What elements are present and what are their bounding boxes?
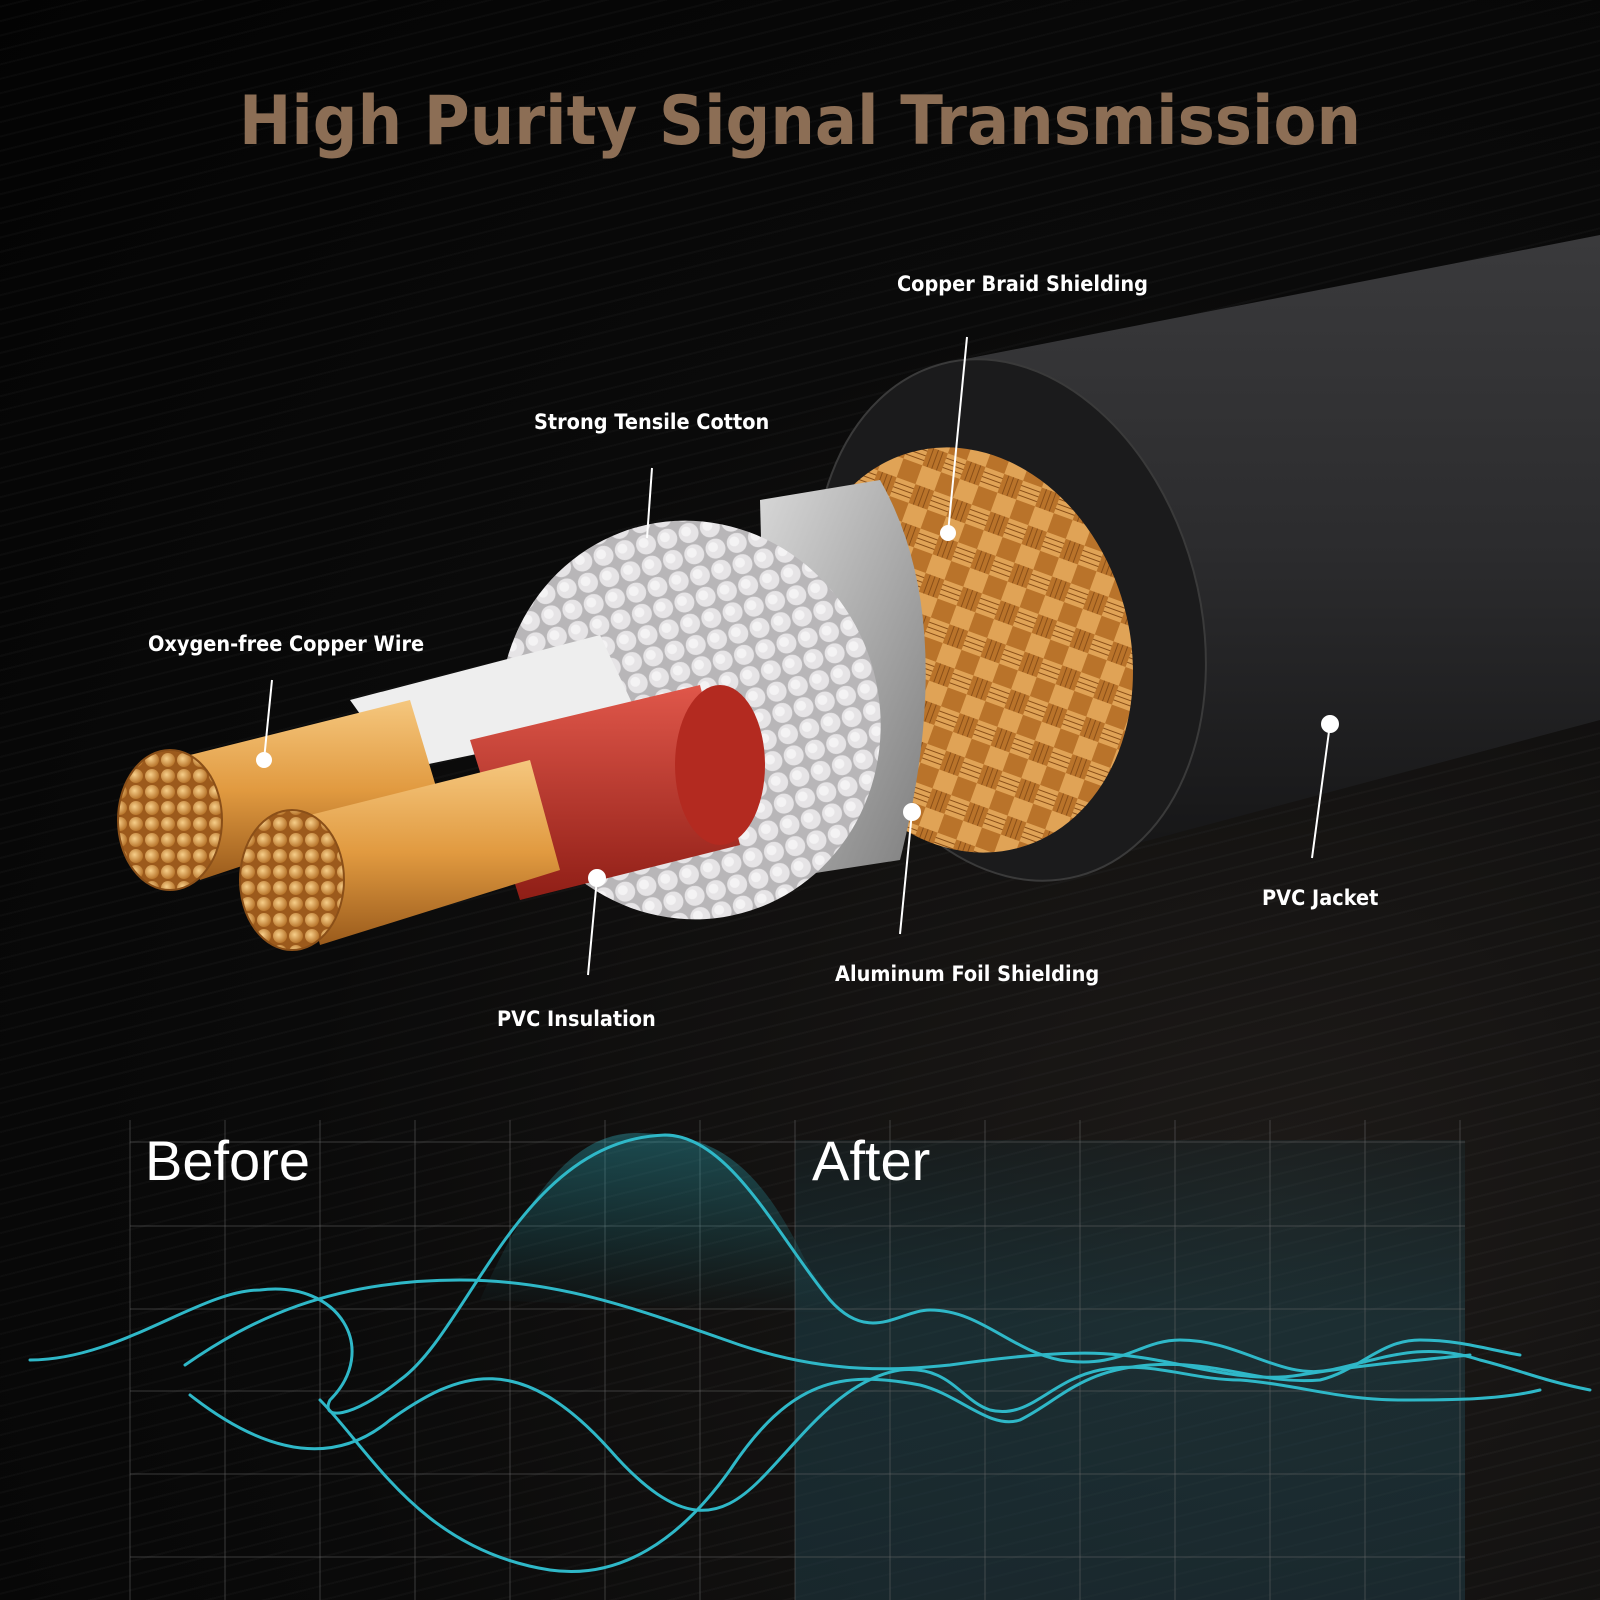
page-title: High Purity Signal Transmission bbox=[238, 82, 1362, 161]
before-label: Before bbox=[145, 1129, 310, 1192]
white-insulation bbox=[350, 635, 640, 770]
callout-aluminum-foil-shielding: Aluminum Foil Shielding bbox=[835, 962, 1100, 986]
copper-wire-2 bbox=[290, 760, 560, 945]
callout-oxygen-free-copper-wire: Oxygen-free Copper Wire bbox=[148, 632, 425, 656]
copper-wire-1 bbox=[170, 700, 440, 880]
callout-pvc-jacket: PVC Jacket bbox=[1262, 886, 1379, 910]
after-label: After bbox=[812, 1129, 931, 1192]
callout-pvc-insulation: PVC Insulation bbox=[497, 1007, 656, 1031]
callout-strong-tensile-cotton: Strong Tensile Cotton bbox=[534, 410, 770, 434]
callout-copper-braid-shielding: Copper Braid Shielding bbox=[897, 272, 1149, 296]
